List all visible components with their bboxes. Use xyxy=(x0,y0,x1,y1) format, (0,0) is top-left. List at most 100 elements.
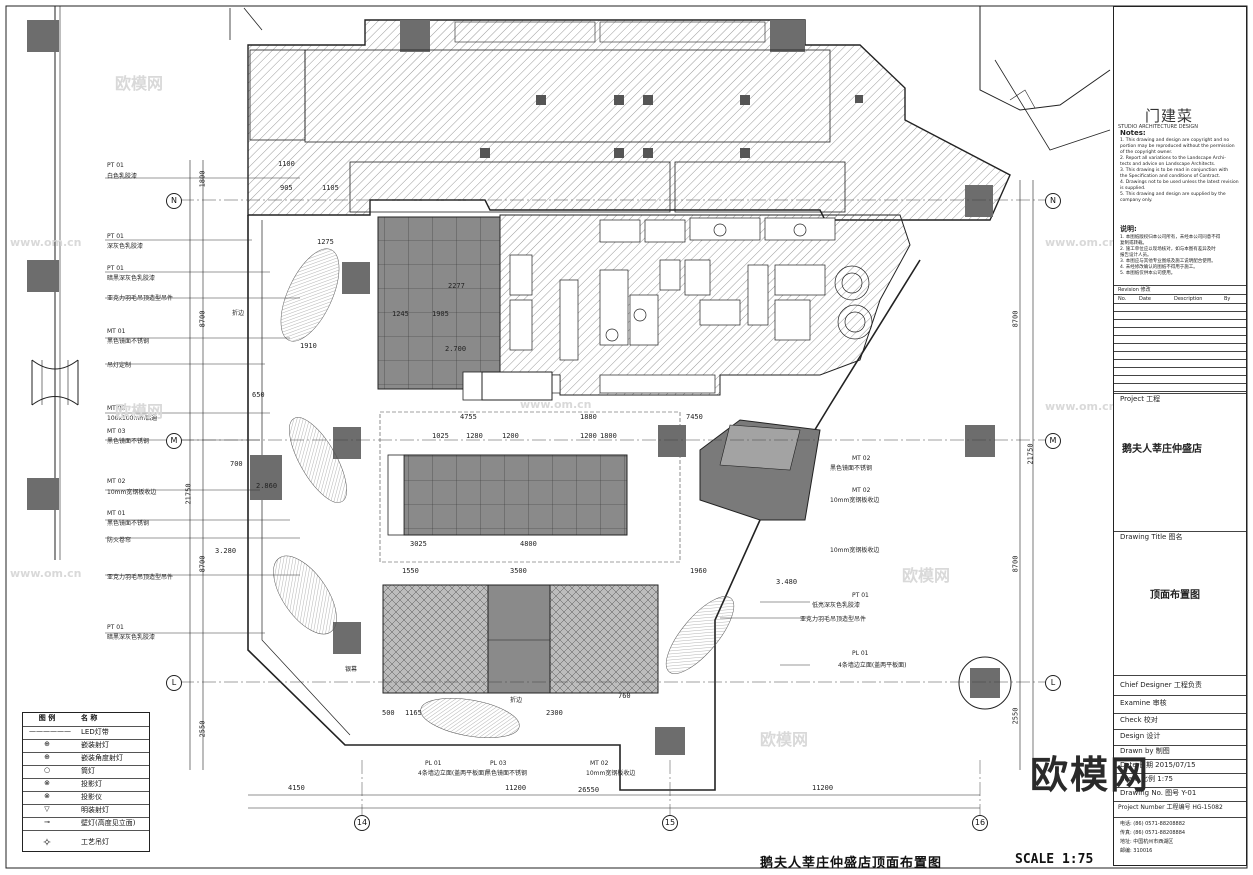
note-tag: PT 01 xyxy=(107,233,124,240)
role-row: Date 日期 2015/07/15 xyxy=(1120,761,1196,769)
note-tag: MT 03 xyxy=(107,428,126,435)
dim-inner: 1960 xyxy=(690,567,707,575)
dim-inner: 4800 xyxy=(520,540,537,548)
note-tag: PT 01 xyxy=(852,592,869,599)
dim-bottom: 4150 xyxy=(288,784,305,792)
note-text: 银幕 xyxy=(345,666,358,673)
legend-name: 投影仪 xyxy=(81,793,102,801)
legend-name: 壁灯(高度见立面) xyxy=(81,819,136,827)
role-row: Drawn by 制图 xyxy=(1120,747,1170,755)
grid-row-label: N xyxy=(166,193,182,209)
contact-line: 邮编: 310016 xyxy=(1120,848,1153,854)
note-text: 黑色镜面不锈钢 xyxy=(485,770,528,777)
role-row: Project Number 工程编号 HG-15082 xyxy=(1118,804,1223,811)
dim-left: 8700 xyxy=(198,310,207,328)
dim-right: 2550 xyxy=(1011,707,1020,725)
note-text: 亚克力羽毛吊顶造型吊件 xyxy=(107,574,174,581)
legend-symbol: —————— xyxy=(29,727,71,735)
cn-note-line: 1. 本图纸版权归本公司所有，未经本公司同意不得 xyxy=(1120,235,1221,240)
legend-symbol: ○ xyxy=(43,766,51,774)
rev-col: By xyxy=(1224,296,1231,302)
watermark-large: 欧模网 xyxy=(1030,753,1151,797)
dim-inner: 1800 xyxy=(600,432,617,440)
note-text: 黑色镜面不锈钢 xyxy=(107,438,150,445)
company-logo-sub: STUDIO ARCHITECTURE DESIGN xyxy=(1118,124,1199,130)
note-tag: MT 02 xyxy=(590,760,609,767)
drawing-title-label: Drawing Title 图名 xyxy=(1120,533,1183,541)
note-tag: MT 02 xyxy=(852,455,871,462)
grid-row-label: M xyxy=(166,433,182,449)
note-text: 10mm宽钢板收边 xyxy=(107,489,157,496)
legend-head-symbol: 图 例 xyxy=(38,714,56,722)
contact-line: 电话: (86) 0571-88208882 xyxy=(1120,821,1186,827)
legend-symbol: ⊕ xyxy=(44,753,50,761)
title-block: Notes: 1. This drawing and design are co… xyxy=(1113,6,1247,866)
note-line: tects and advice on Landscape Architects… xyxy=(1120,162,1216,167)
note-text: 100x100mm铝通 xyxy=(107,415,158,422)
note-line: portion may be reproduced without the pe… xyxy=(1120,144,1235,149)
dim-inner: 1880 xyxy=(580,413,597,421)
dim-inner: 1910 xyxy=(300,342,317,350)
note-text: 吊灯定制 xyxy=(107,362,132,369)
legend-name: LED灯带 xyxy=(81,728,109,736)
note-line: 2. Report all variations to the Landscap… xyxy=(1120,156,1226,161)
note-text: 折边 xyxy=(232,310,245,317)
drawing-title: 顶面布置图 xyxy=(1150,590,1200,601)
legend-head-name: 名 称 xyxy=(81,714,98,722)
note-text: 亚克力羽毛吊顶造型吊件 xyxy=(800,616,867,623)
legend-symbol: ⊸ xyxy=(44,818,50,826)
note-tag: MT 02 xyxy=(107,405,126,412)
dim-inner: 1905 xyxy=(432,310,449,318)
note-line: of the copyright owner. xyxy=(1120,150,1173,155)
legend-table: 图 例 名 称 ——————LED灯带 ⊕嵌装射灯 ⊕嵌装角度射灯 ○筒灯 ⊗投… xyxy=(22,712,150,852)
note-text: 白色乳胶漆 xyxy=(107,173,138,180)
note-tag: PL 01 xyxy=(852,650,869,657)
cn-note-line: 报告设计人员。 xyxy=(1120,253,1152,258)
dim-inner: 1100 xyxy=(278,160,295,168)
cn-note-line: 3. 本图应与其他专业图纸及施工说明配合使用。 xyxy=(1120,259,1216,264)
note-line: 1. This drawing and design are copyright… xyxy=(1120,138,1230,143)
note-tag: MT 02 xyxy=(107,478,126,485)
legend-name: 嵌装角度射灯 xyxy=(81,754,123,762)
project-name: 鹅夫人莘庄仲盛店 xyxy=(1122,444,1202,455)
role-row: Check 校对 xyxy=(1120,716,1158,724)
notes-heading: Notes: xyxy=(1120,129,1146,137)
grid-col-label: 16 xyxy=(972,815,988,831)
dim-right: 8700 xyxy=(1011,555,1020,573)
dim-right: 21750 xyxy=(1026,443,1035,465)
contact-line: 地址: 中国杭州市西湖区 xyxy=(1120,839,1174,845)
dim-left: 8700 xyxy=(198,555,207,573)
cn-note-line: 5. 本图纸仅供本公司使用。 xyxy=(1120,271,1176,276)
note-line: is supplied. xyxy=(1120,186,1146,191)
note-tag: PT 01 xyxy=(107,162,124,169)
rev-col: Description xyxy=(1174,296,1203,302)
dim-inner: 3500 xyxy=(510,567,527,575)
dim-inner: 2277 xyxy=(448,282,465,290)
note-text: 亚克力羽毛吊顶造型吊件 xyxy=(107,295,174,302)
role-row: Scale 比例 1:75 xyxy=(1120,775,1174,783)
dim-inner: 650 xyxy=(252,391,265,399)
grid-row-label: L xyxy=(1045,675,1061,691)
note-text: 黑色镜面不锈钢 xyxy=(107,338,150,345)
company-logo: 门建菜 xyxy=(1145,107,1194,125)
dim-inner: 1165 xyxy=(405,709,422,717)
dim-right: 8700 xyxy=(1011,310,1020,328)
role-row: Design 设计 xyxy=(1120,732,1161,740)
cn-note-line: 2. 施工单位应以现场核对，如与本图有差异及时 xyxy=(1120,247,1216,252)
note-tag: PL 03 xyxy=(490,760,507,767)
note-text: 4条墙边立面(盖两平板面) xyxy=(838,662,907,669)
dim-level: 2.860 xyxy=(256,482,278,490)
legend-symbol: ⊕ xyxy=(44,740,50,748)
legend-symbol: ▽ xyxy=(44,805,50,813)
dim-inner: 1105 xyxy=(322,184,339,192)
note-line: the Specification and conditions of Cont… xyxy=(1120,174,1221,179)
dim-inner: 760 xyxy=(618,692,631,700)
dim-inner: 4755 xyxy=(460,413,477,421)
note-text: 10mm宽钢板收边 xyxy=(830,547,880,554)
note-text: 暗黑深灰色乳胶漆 xyxy=(107,634,156,641)
legend-name: 明装射灯 xyxy=(81,806,109,814)
role-row: Chief Designer 工程负责 xyxy=(1120,681,1202,689)
legend-name: 工艺吊灯 xyxy=(81,838,109,846)
legend-name: 嵌装射灯 xyxy=(81,741,109,749)
